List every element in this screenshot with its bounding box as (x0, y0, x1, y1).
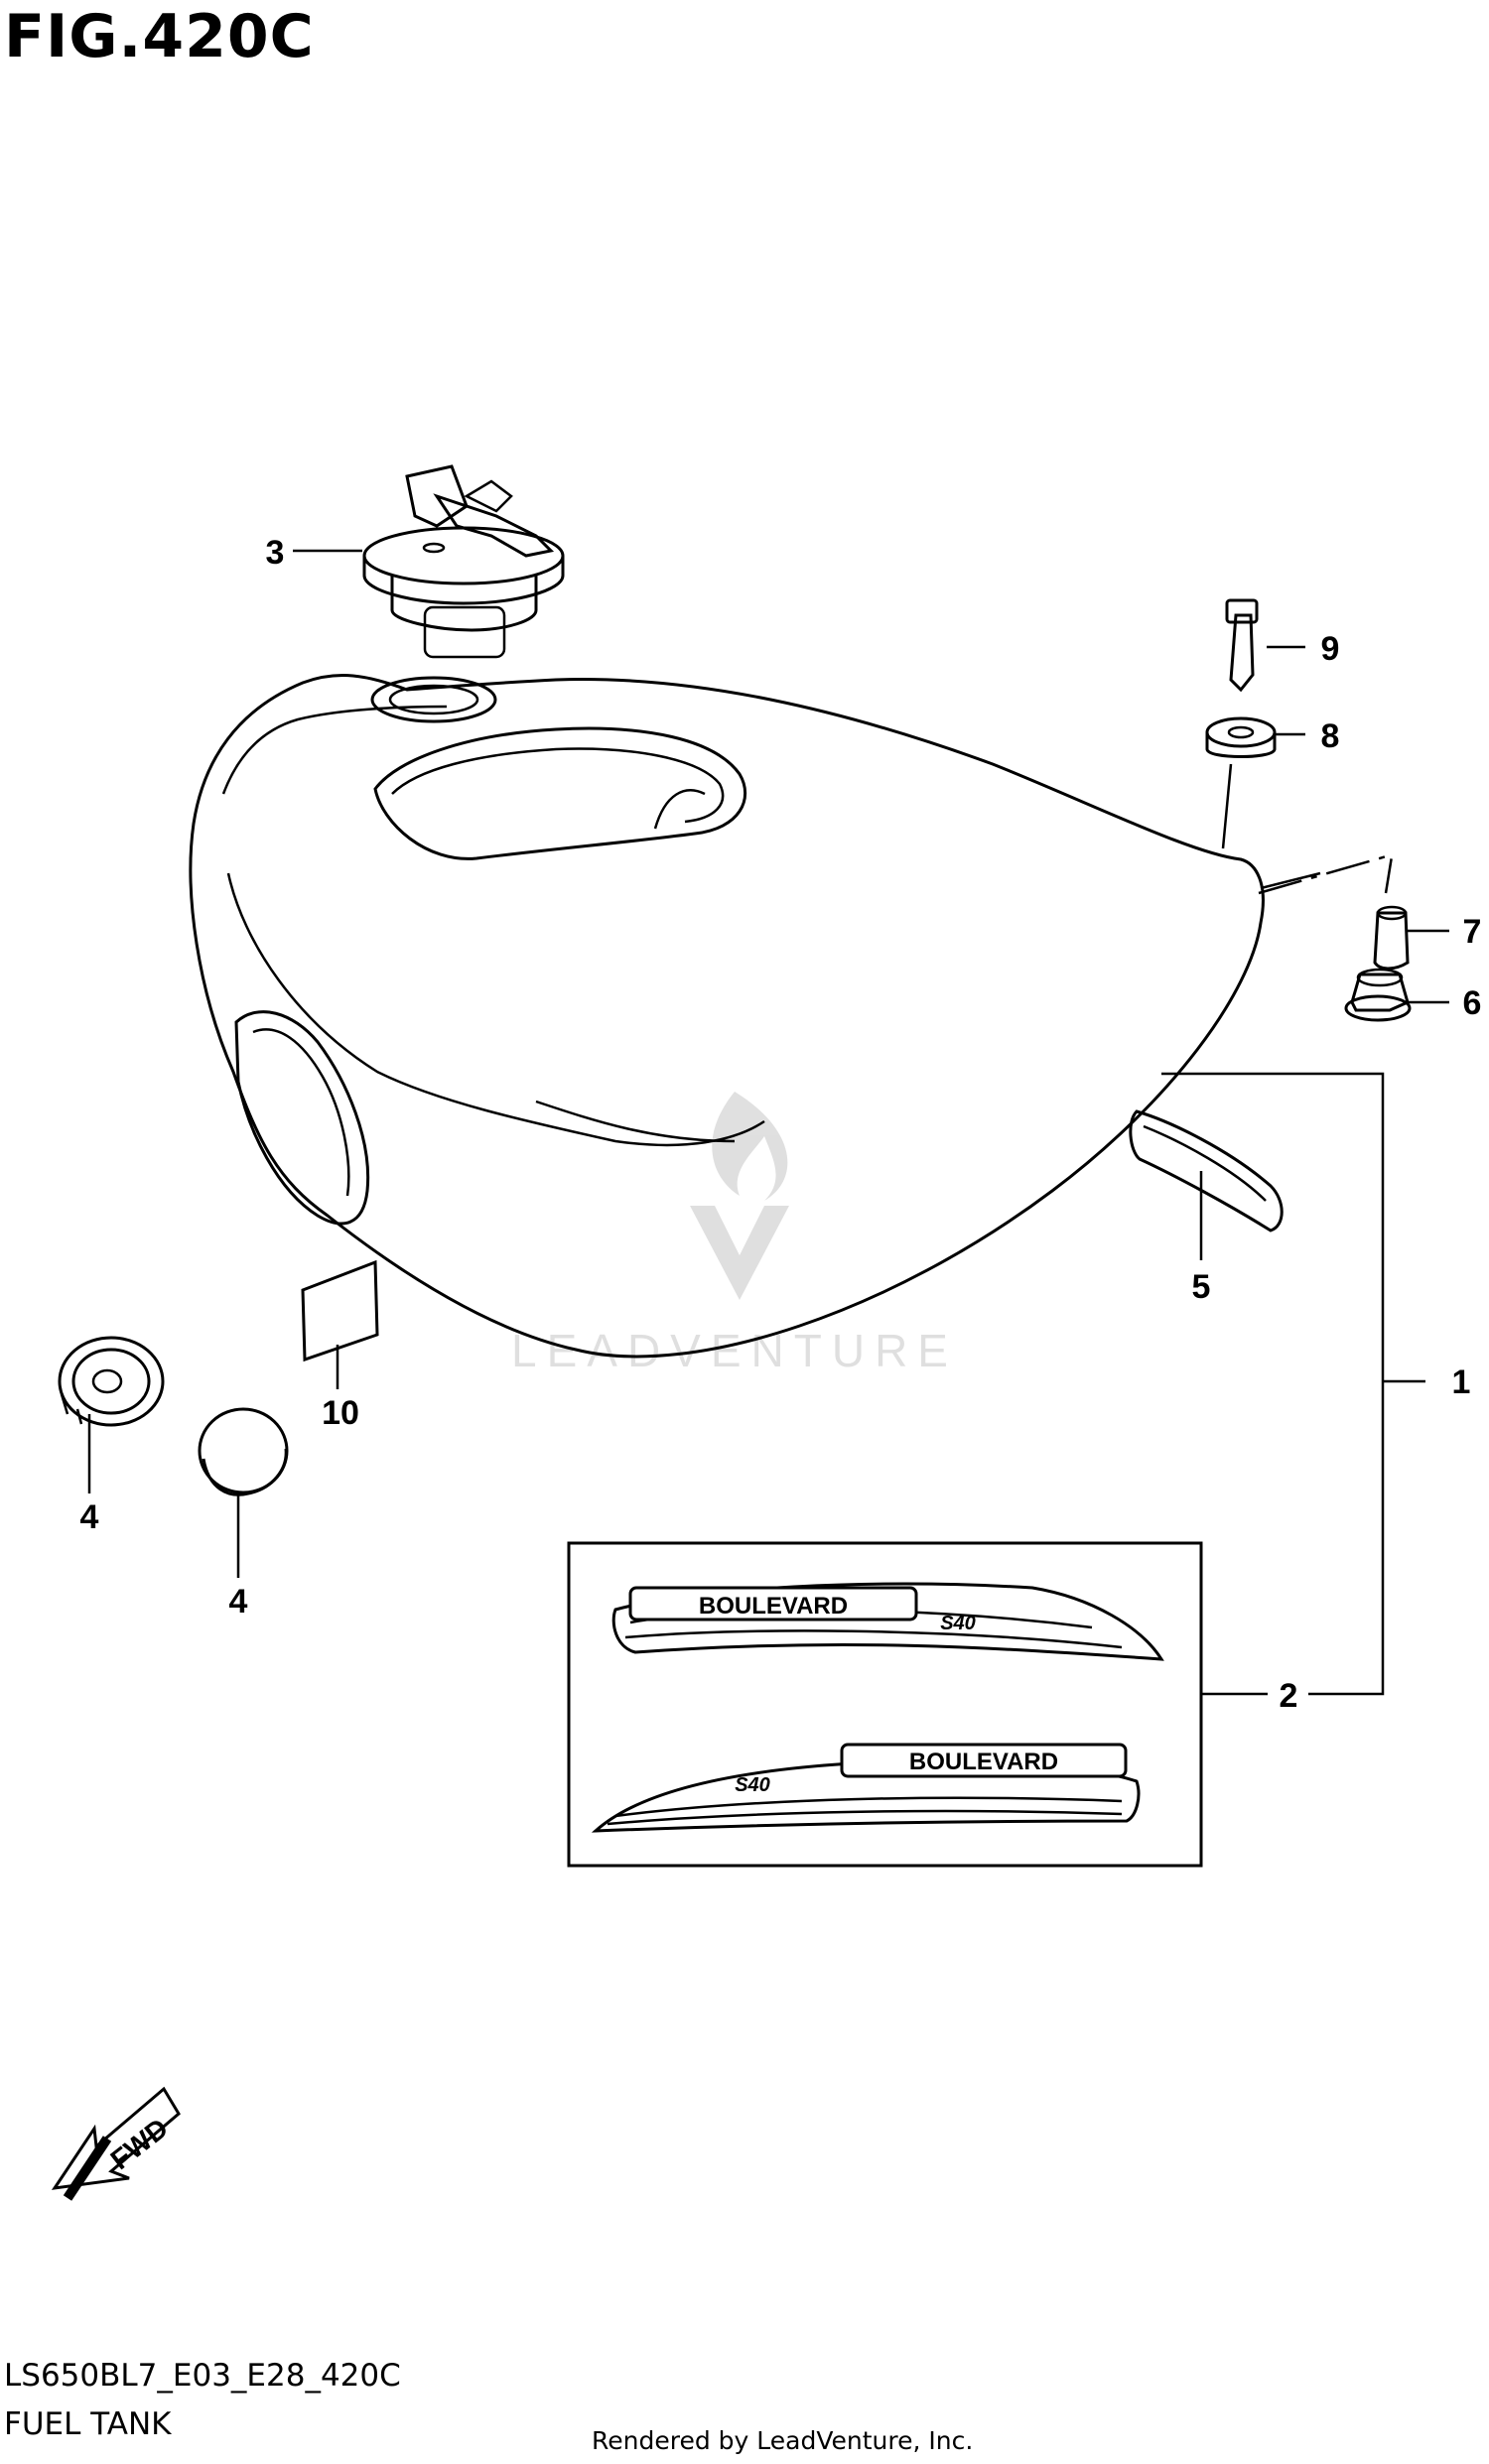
forward-arrow: FWD (51, 2086, 181, 2201)
decal-model-bottom: S40 (735, 1774, 770, 1796)
tank-cap-1 (58, 1336, 165, 1427)
callout-2: 2 (1280, 1677, 1298, 1715)
callout-numbers: 1 2 3 4 4 5 6 7 8 9 10 (80, 534, 1482, 1715)
callout-1: 1 (1452, 1363, 1471, 1401)
tank-cap-2 (198, 1407, 289, 1496)
callout-bracket (1161, 1072, 1425, 1696)
callout-9: 9 (1321, 630, 1340, 668)
callout-4a: 4 (80, 1498, 99, 1536)
callout-8: 8 (1321, 717, 1340, 755)
cushion (1344, 968, 1412, 1022)
figure-name: FUEL TANK (4, 2406, 172, 2442)
callout-4b: 4 (229, 1583, 248, 1621)
callout-6: 6 (1463, 984, 1482, 1022)
fuel-tank (189, 674, 1321, 1359)
callout-7: 7 (1463, 913, 1482, 951)
bolt (1225, 598, 1259, 693)
callout-3: 3 (266, 534, 285, 572)
decal-model-top: S40 (940, 1613, 976, 1634)
callout-10: 10 (322, 1394, 359, 1432)
fuel-cap-with-keys (362, 464, 565, 659)
callout-5: 5 (1192, 1268, 1211, 1306)
figure-code: LS650BL7_E03_E28_420C (4, 2358, 401, 2394)
decal-brand-top: BOULEVARD (699, 1593, 848, 1620)
leader-lines (87, 549, 1449, 1578)
rendered-by: Rendered by LeadVenture, Inc. (592, 2426, 974, 2455)
tank-cushion-strip (1129, 1109, 1284, 1232)
collar (1373, 905, 1410, 971)
figure-title: FIG.420C (4, 2, 315, 71)
decal-set: BOULEVARD S40 BOULEVARD S40 (567, 1541, 1203, 1868)
grommet-washer (1205, 716, 1277, 758)
caution-label (301, 1259, 379, 1362)
decal-brand-bottom: BOULEVARD (909, 1749, 1058, 1775)
